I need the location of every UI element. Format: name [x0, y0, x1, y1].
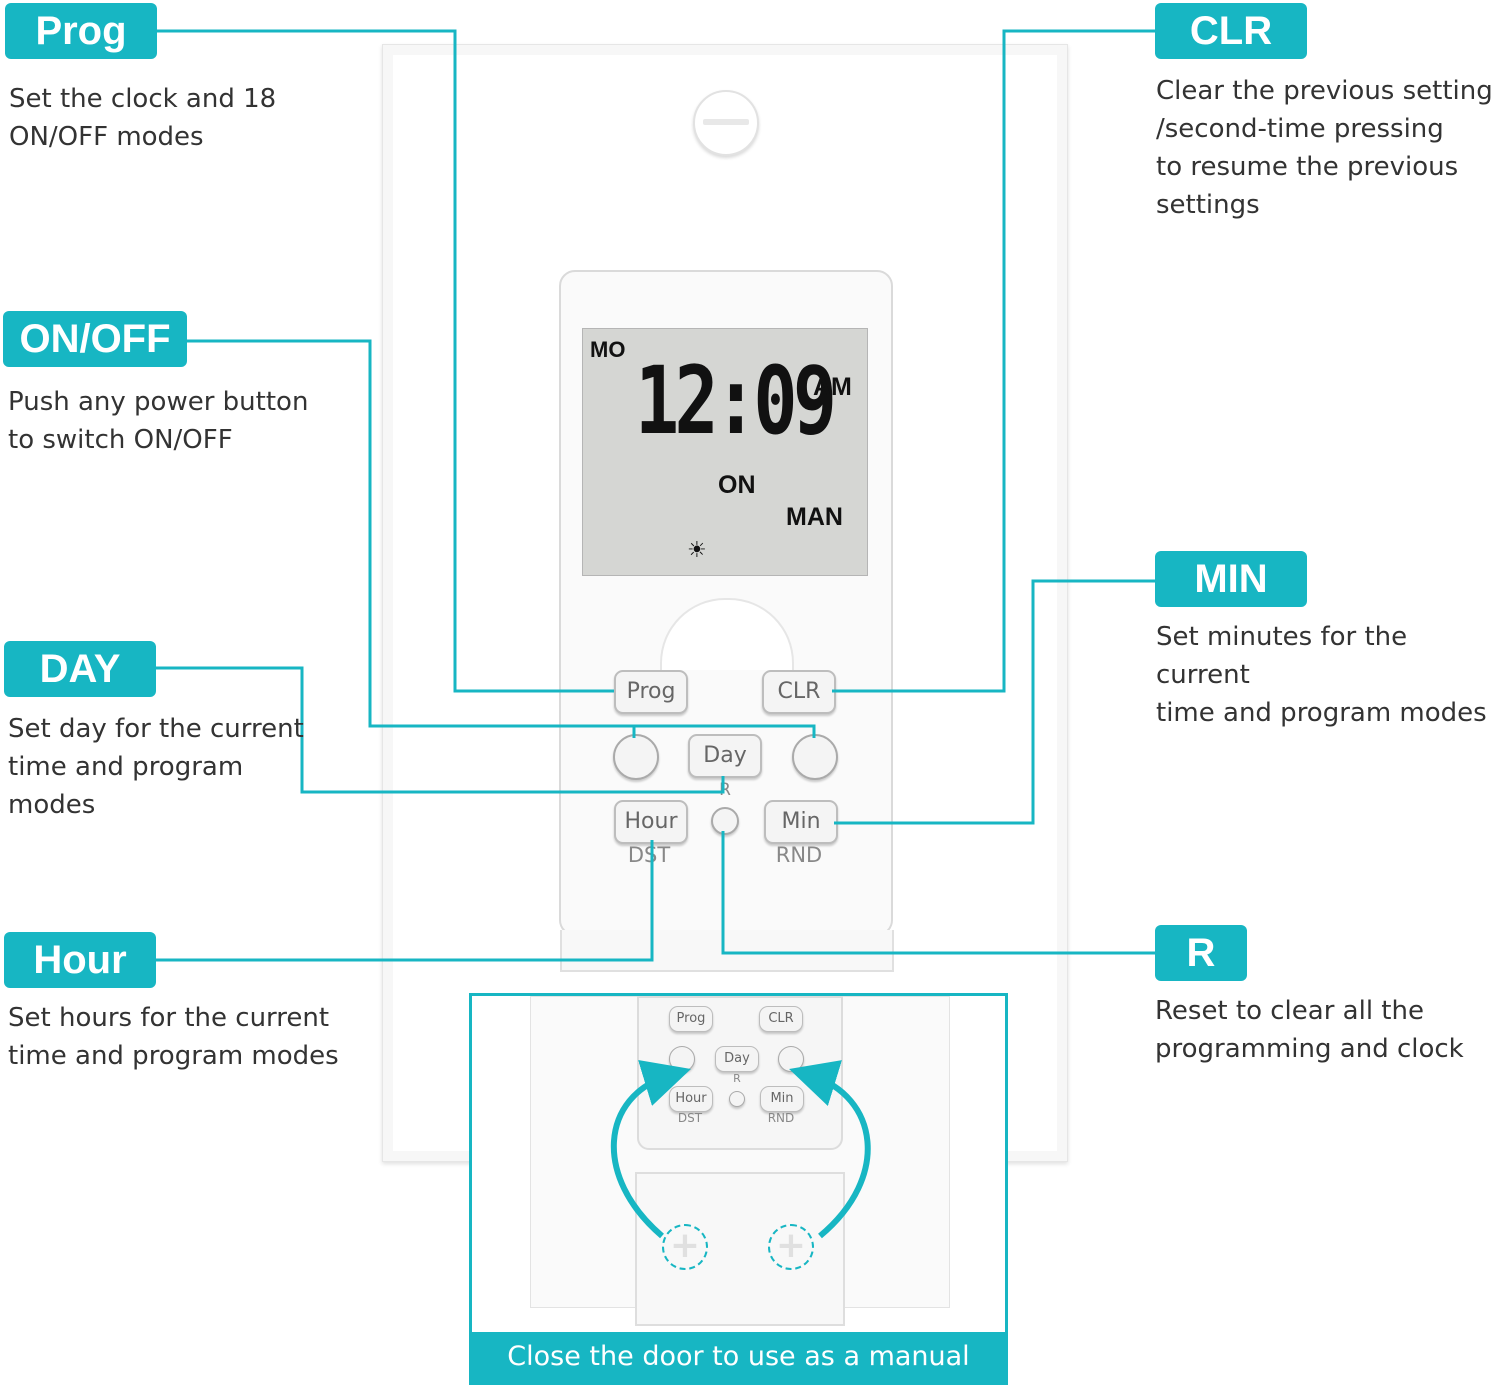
prog-button[interactable]: Prog: [614, 670, 688, 714]
clr-tag: CLR: [1155, 3, 1307, 59]
prog-tag: Prog: [5, 3, 157, 59]
day-desc-line: modes: [8, 790, 96, 820]
day-tag: DAY: [4, 641, 156, 697]
lcd-time: 12:09: [635, 347, 837, 456]
min-tag: MIN: [1155, 551, 1307, 607]
day-desc-line: Set day for the current: [8, 714, 304, 744]
close-arrows-icon: [611, 1060, 871, 1239]
sun-icon: ☀: [687, 537, 707, 562]
r-desc-line: Reset to clear all the: [1155, 996, 1424, 1026]
hour-button[interactable]: Hour: [614, 800, 688, 844]
plus-icon: +: [662, 1224, 708, 1270]
plus-icon: +: [768, 1224, 814, 1270]
min-desc-line: Set minutes for the current: [1156, 622, 1408, 690]
day-button[interactable]: Day: [688, 734, 762, 778]
inset-day-button: Day: [715, 1046, 759, 1072]
day-desc-line: time and program: [8, 752, 244, 782]
r-description: Reset to clear all the programming and c…: [1155, 992, 1464, 1068]
clr-desc-line: /second-time pressing: [1156, 114, 1444, 144]
prog-desc-line: ON/OFF modes: [9, 122, 204, 152]
lcd-ampm: AM: [813, 373, 852, 401]
screw-icon: [693, 90, 759, 156]
power-button-left[interactable]: [613, 734, 659, 780]
rnd-label: RND: [775, 843, 823, 867]
clr-desc-line: to resume the previous: [1156, 152, 1459, 182]
clr-desc-line: Clear the previous setting: [1156, 76, 1493, 106]
lcd-day: MO: [590, 337, 626, 362]
inset-prog-button: Prog: [669, 1006, 713, 1032]
r-desc-line: programming and clock: [1155, 1034, 1464, 1064]
r-tag: R: [1155, 925, 1247, 981]
inset-dst-label: DST: [677, 1111, 703, 1125]
inset-reset-label: R: [733, 1072, 741, 1085]
hour-desc-line: time and program modes: [8, 1041, 339, 1071]
inset-caption: Close the door to use as a manual button: [472, 1332, 1005, 1382]
min-button[interactable]: Min: [764, 800, 838, 844]
inset-clr-button: CLR: [759, 1006, 803, 1032]
lcd-mode: MAN: [786, 503, 843, 531]
onoff-description: Push any power button to switch ON/OFF: [8, 383, 308, 459]
onoff-tag: ON/OFF: [3, 311, 187, 367]
power-button-right[interactable]: [792, 734, 838, 780]
onoff-desc-line: to switch ON/OFF: [8, 425, 233, 455]
hour-description: Set hours for the current time and progr…: [8, 999, 339, 1075]
hour-tag: Hour: [4, 932, 156, 988]
inset-rnd-label: RND: [767, 1111, 795, 1125]
lcd-display: MO 12:09 AM ON MAN ☀: [582, 328, 868, 576]
lcd-state: ON: [718, 471, 756, 499]
day-description: Set day for the current time and program…: [8, 710, 304, 824]
clr-button[interactable]: CLR: [762, 670, 836, 714]
prog-desc-line: Set the clock and 18: [9, 84, 277, 114]
reset-button[interactable]: [711, 807, 739, 835]
min-desc-line: time and program modes: [1156, 698, 1487, 728]
closed-door-inset: Prog CLR Day R Hour Min DST RND + + Clos…: [469, 993, 1008, 1385]
inset-min-button: Min: [760, 1086, 804, 1112]
dst-label: DST: [627, 843, 671, 867]
clr-desc-line: settings: [1156, 190, 1260, 220]
prog-description: Set the clock and 18 ON/OFF modes: [9, 80, 276, 156]
inset-reset-button: [729, 1091, 745, 1107]
door-edge: [560, 930, 894, 972]
hour-desc-line: Set hours for the current: [8, 1003, 330, 1033]
min-description: Set minutes for the current time and pro…: [1156, 618, 1500, 732]
clr-description: Clear the previous setting /second-time …: [1156, 72, 1493, 224]
reset-label: R: [719, 780, 731, 800]
onoff-desc-line: Push any power button: [8, 387, 309, 417]
